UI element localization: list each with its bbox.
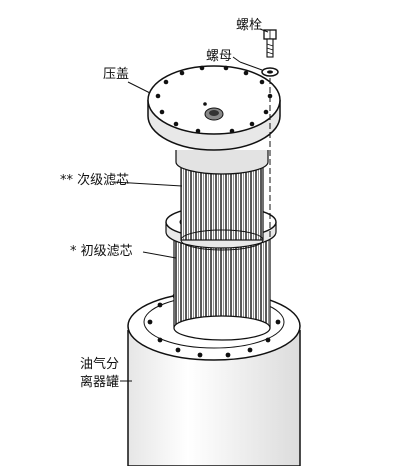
label-separator-tank-line1: 油气分 [80,357,120,372]
bolt [263,29,277,58]
label-separator-tank-line2: 离器罐 [80,375,120,390]
nut [261,67,279,77]
leader-lines [112,28,269,382]
cover-plate [147,65,281,175]
label-cover: 压盖 [103,67,130,82]
label-bolt: 螺栓 [236,18,263,33]
cover-small-hole [203,102,207,106]
cover-bolt-holes [155,65,273,134]
label-nut: 螺母 [206,49,233,64]
cover-center-boss [204,107,224,121]
label-primary-filter: * 初级滤芯 [70,244,133,259]
label-secondary-filter: ** 次级滤芯 [60,173,130,188]
